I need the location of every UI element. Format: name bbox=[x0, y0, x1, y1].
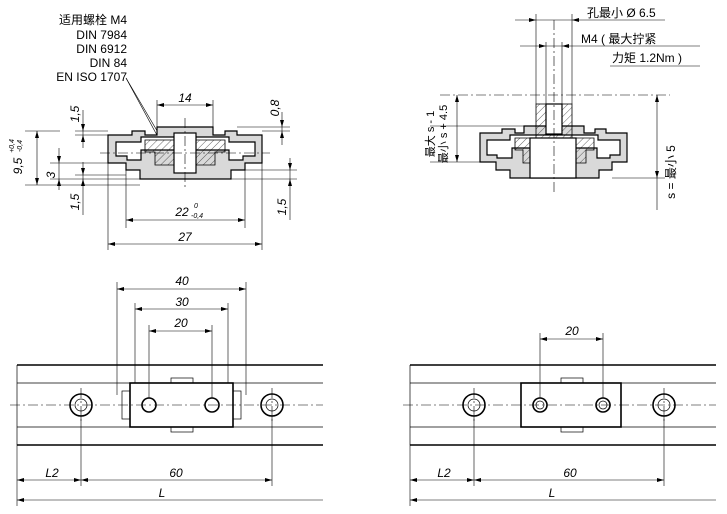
arrow-22-a bbox=[126, 218, 133, 222]
note-torque: 力矩 1.2Nm ) bbox=[612, 51, 682, 65]
arrow-3-a bbox=[57, 156, 61, 163]
arrow-s-b bbox=[655, 171, 659, 178]
arrow-22-b bbox=[238, 218, 245, 222]
note-din-6912: DIN 6912 bbox=[76, 42, 127, 56]
note-max: 最大 s - 1 bbox=[423, 111, 437, 157]
dim-9-5-tol-upper: +0,4 bbox=[9, 139, 16, 153]
right-section-view: 孔最小 Ø 6.5 M4 ( 最大拧紧 力矩 1.2Nm ) 最大 s - 1 … bbox=[423, 6, 700, 210]
slot-nut-end-left-bl bbox=[121, 390, 131, 420]
arrow-s-a bbox=[655, 95, 659, 102]
slot-nut-tab-top-br bbox=[560, 377, 584, 384]
dim-40: 40 bbox=[175, 274, 189, 288]
arrow-m4-a bbox=[539, 44, 546, 48]
arrow-l-a-bl bbox=[17, 498, 24, 502]
note-m4: M4 ( 最大拧紧 bbox=[581, 32, 656, 46]
bottom-right-top-view: 20 L2 60 L bbox=[403, 324, 716, 506]
arrow-1-5-right-a bbox=[288, 163, 292, 170]
arrow-60-a-br bbox=[474, 478, 481, 482]
note-min: 最小 s + 4.5 bbox=[437, 105, 450, 163]
arrow-l2-b-br bbox=[467, 478, 474, 482]
dim-14: 14 bbox=[178, 91, 192, 105]
note-en-iso-1707: EN ISO 1707 bbox=[56, 70, 127, 84]
nut-hole-right-inner-br bbox=[598, 400, 608, 410]
arrow-14-b bbox=[206, 103, 213, 107]
dim-20-br: 20 bbox=[564, 324, 579, 338]
dim-60-bl: 60 bbox=[169, 466, 183, 480]
dim-l-br: L bbox=[549, 486, 556, 500]
dim-1-5-bottom: 1,5 bbox=[68, 193, 82, 210]
left-section-view: 适用螺栓 M4 DIN 7984 DIN 6912 DIN 84 EN ISO … bbox=[9, 12, 297, 250]
slot-nut-tab-bottom-br bbox=[560, 426, 584, 433]
dim-1-5-right: 1,5 bbox=[275, 198, 289, 215]
arrow-l2-b-bl bbox=[74, 478, 81, 482]
arrow-27-b bbox=[255, 242, 262, 246]
counterbore-right bbox=[529, 137, 577, 179]
arrow-20-b-br bbox=[596, 337, 603, 341]
dim-30: 30 bbox=[175, 295, 189, 309]
dim-27: 27 bbox=[177, 230, 193, 244]
note-s: s = 最小 5 bbox=[664, 145, 678, 199]
arrow-9-5-a bbox=[35, 131, 39, 138]
slot-nut-end-right-bl bbox=[232, 390, 242, 420]
nut-hole-left-inner-br bbox=[535, 400, 545, 410]
arrow-1-5-top-a bbox=[81, 124, 85, 131]
arrow-0-8-a bbox=[280, 120, 284, 127]
arrow-1-5-right-b bbox=[288, 179, 292, 186]
slot-nut-tab-top-bl bbox=[170, 377, 194, 384]
dim-l2-br: L2 bbox=[437, 466, 451, 480]
arrow-40-b bbox=[239, 287, 246, 291]
dim-1-5-top: 1,5 bbox=[68, 105, 82, 122]
arrow-20-a-br bbox=[540, 337, 547, 341]
note-hole-diameter: 孔最小 Ø 6.5 bbox=[587, 6, 656, 20]
arrow-60-b-bl bbox=[265, 478, 272, 482]
note-din-7984: DIN 7984 bbox=[76, 28, 127, 42]
arrow-l2-a-bl bbox=[17, 478, 24, 482]
dim-20-bl: 20 bbox=[173, 316, 188, 330]
arrow-max-b bbox=[455, 155, 459, 162]
bottom-left-top-view: 40 30 20 L2 60 L bbox=[10, 274, 323, 506]
arrow-0-8-b bbox=[280, 131, 284, 138]
arrow-l2-a-br bbox=[410, 478, 417, 482]
dim-l2-bl: L2 bbox=[45, 466, 59, 480]
dim-9-5-tol-lower: -0,4 bbox=[17, 140, 24, 152]
arrow-60-a-bl bbox=[81, 478, 88, 482]
arrow-27-a bbox=[108, 242, 115, 246]
arrow-20-a-bl bbox=[149, 329, 156, 333]
dim-22-tol-lower: -0,4 bbox=[191, 213, 203, 220]
arrow-1-5-bottom-b bbox=[81, 179, 85, 186]
dim-3: 3 bbox=[44, 171, 58, 178]
arrow-40-a bbox=[117, 287, 124, 291]
dim-l-bl: L bbox=[159, 486, 166, 500]
arrow-14-a bbox=[157, 103, 164, 107]
arrow-30-b bbox=[221, 307, 228, 311]
note-bolt-size: 适用螺栓 M4 bbox=[59, 12, 127, 27]
arrow-9-5-b bbox=[35, 178, 39, 185]
dim-0-8: 0,8 bbox=[268, 99, 282, 116]
arrow-hole-a bbox=[529, 18, 536, 22]
arrow-1-5-top-b bbox=[81, 135, 85, 142]
dim-9-5: 9,5 bbox=[11, 157, 25, 174]
arrow-30-a bbox=[135, 307, 142, 311]
dim-60-br: 60 bbox=[563, 466, 577, 480]
arrow-60-b-br bbox=[657, 478, 664, 482]
arrow-l-a-br bbox=[410, 498, 417, 502]
arrow-20-b-bl bbox=[205, 329, 212, 333]
arrow-max-a bbox=[455, 95, 459, 102]
arrow-1-5-bottom-a bbox=[81, 168, 85, 175]
arrow-3-b bbox=[57, 179, 61, 186]
note-din-84: DIN 84 bbox=[90, 56, 128, 70]
arrow-m4-b bbox=[562, 44, 569, 48]
arrow-hole-b bbox=[572, 18, 579, 22]
dim-22: 22 bbox=[174, 205, 189, 219]
dim-22-tol-upper: 0 bbox=[194, 203, 198, 210]
